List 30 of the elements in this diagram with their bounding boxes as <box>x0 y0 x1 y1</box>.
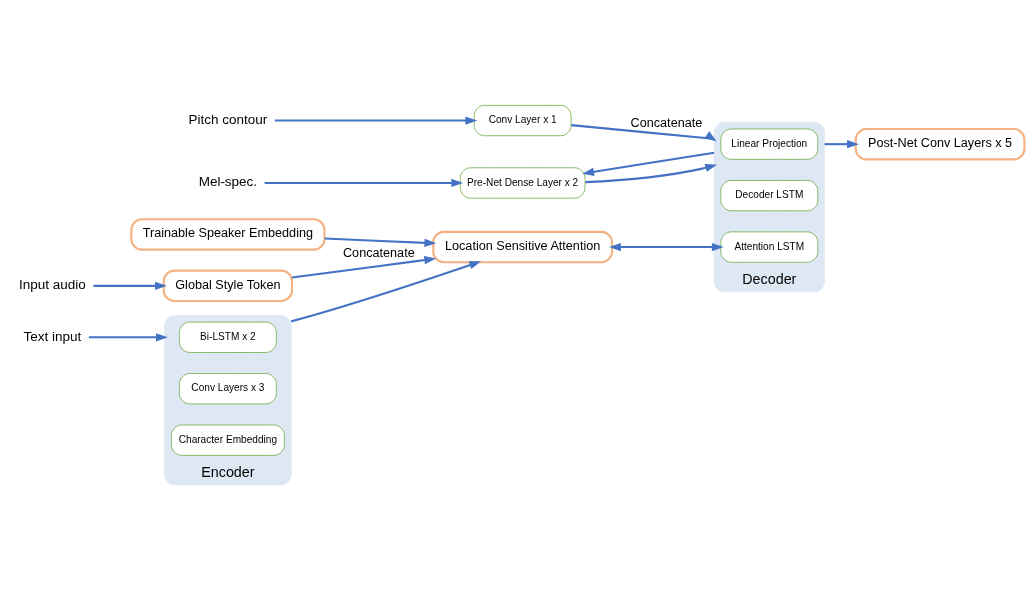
node-text: Input audio <box>19 276 86 292</box>
arrow <box>324 237 437 247</box>
node-box: Location Sensitive Attention <box>432 230 614 263</box>
node-box: Conv Layers x 3 <box>179 372 277 404</box>
arrow <box>585 163 718 183</box>
arrow <box>93 281 167 290</box>
arrow <box>571 123 717 141</box>
node-box: Trainable Speaker Embedding <box>130 217 326 251</box>
arrow <box>290 260 482 322</box>
node-box: Character Embedding <box>170 424 285 456</box>
node-box: Linear Projection <box>720 128 819 160</box>
node-box: Conv Layer x 1 <box>473 104 572 136</box>
arrow <box>291 255 437 279</box>
node-text: Text input <box>23 328 82 343</box>
arrow <box>274 115 478 125</box>
node-box: Pre-Net Dense Layer x 2 <box>459 166 586 199</box>
arrow <box>609 242 724 251</box>
node-box: Global Style Token <box>162 269 294 302</box>
arrow <box>582 151 715 176</box>
node-box: Bi-LSTM x 2 <box>179 321 277 353</box>
arrow <box>88 332 168 341</box>
node-box: Attention LSTM <box>720 230 819 263</box>
node-box: Decoder LSTM <box>720 179 819 211</box>
node-box: Post-Net Conv Layers x 5 <box>854 127 1026 160</box>
edge-label: Concatenate <box>630 115 703 130</box>
edge-label: Concatenate <box>343 245 415 260</box>
node-text: Pitch contour <box>188 111 268 127</box>
node-text: Mel-spec. <box>198 173 258 189</box>
arrow <box>824 139 859 148</box>
arrow <box>264 178 464 187</box>
